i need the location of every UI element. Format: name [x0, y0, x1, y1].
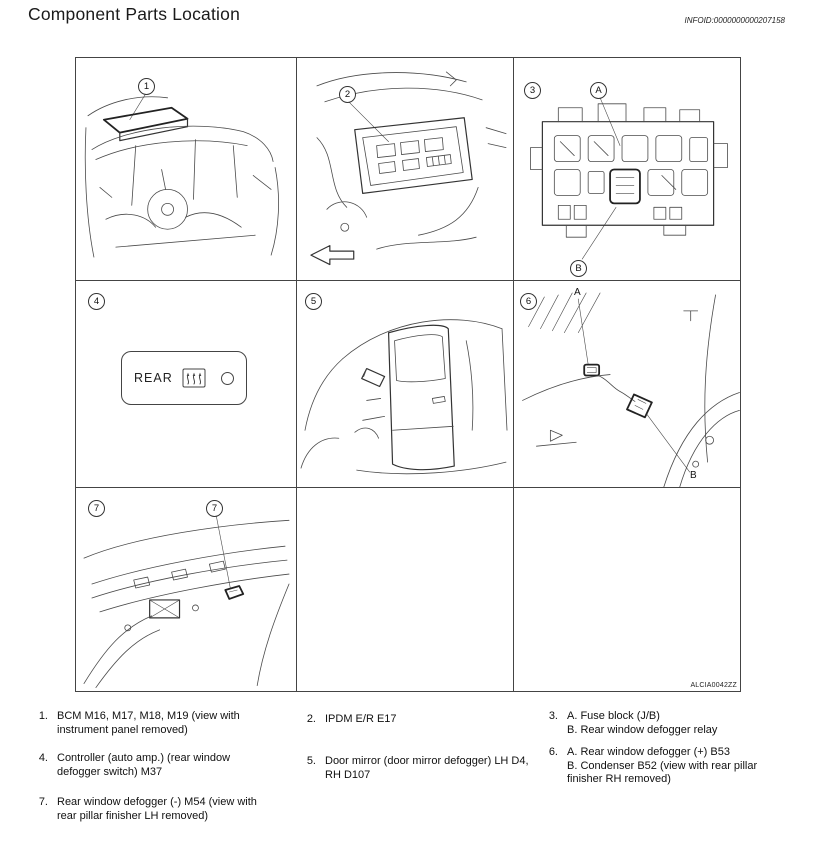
- legend-item-5: 5. Door mirror (door mirror defogger) LH…: [296, 755, 530, 782]
- callout-a-badge: A: [590, 82, 607, 99]
- callout-5-badge: 5: [305, 293, 322, 310]
- figure-code: ALCIA0042ZZ: [690, 682, 737, 689]
- callout-2-badge: 2: [339, 86, 356, 103]
- legend-item-number: 5.: [306, 755, 316, 767]
- infoid-label: INFOID:0000000000207158: [684, 16, 785, 25]
- legend-item-line: B. Condenser B52 (view with rear pillar …: [567, 759, 758, 786]
- page-title: Component Parts Location: [28, 4, 241, 24]
- legend-item-number: 2.: [306, 713, 316, 725]
- callout-3-badge: 3: [524, 82, 541, 99]
- callout-1-badge: 1: [138, 78, 155, 95]
- part-a-label: A: [574, 287, 581, 298]
- legend-item-7: 7. Rear window defogger (-) M54 (view wi…: [28, 796, 271, 823]
- panel-3-cell: 3 A B: [514, 58, 740, 281]
- legend-item-4: 4. Controller (auto amp.) (rear window d…: [28, 752, 269, 779]
- instrument-panel-illustration: [84, 93, 279, 258]
- legend-item-number: 1.: [38, 710, 48, 722]
- switch-label: REAR: [134, 371, 173, 385]
- panel-1-cell: 1: [76, 58, 297, 281]
- legend-item-text: Rear window defogger (-) M54 (view with …: [57, 796, 257, 822]
- panel-2-cell: 2: [297, 58, 514, 281]
- legend-item-number: 7.: [38, 796, 48, 808]
- empty-cell: [514, 488, 740, 691]
- callout-6-badge: 6: [520, 293, 537, 310]
- rear-defogger-switch: REAR: [121, 351, 247, 405]
- empty-cell: [297, 488, 514, 691]
- callout-7-badge: 7: [88, 500, 105, 517]
- legend-item-text: Door mirror (door mirror defogger) LH D4…: [325, 755, 529, 781]
- door-mirror-illustration: [300, 319, 508, 475]
- panel-5-cell: 5: [297, 281, 514, 488]
- legend-item-text: BCM M16, M17, M18, M19 (view with instru…: [57, 710, 240, 736]
- legend-item-line: A. Fuse block (J/B): [567, 710, 660, 722]
- legend-item-number: 3.: [548, 710, 558, 722]
- panel-4-cell: REAR 4: [76, 281, 297, 488]
- rear-pillar-lh-illustration: [83, 516, 290, 688]
- switch-indicator-circle: [221, 371, 234, 385]
- panel-6-cell: 6 A B: [514, 281, 740, 488]
- rear-pillar-rh-illustration: [522, 292, 740, 487]
- component-location-figure: 1: [75, 57, 741, 692]
- part-b-label: B: [690, 470, 697, 481]
- legend-item-line: A. Rear window defogger (+) B53: [567, 746, 730, 758]
- legend-item-1: 1. BCM M16, M17, M18, M19 (view with ins…: [28, 710, 269, 737]
- legend-item-number: 4.: [38, 752, 48, 764]
- legend-item-number: 6.: [548, 746, 558, 758]
- rear-defogger-icon: [182, 368, 206, 388]
- vehicle-front-arrow-icon: [310, 245, 355, 266]
- legend-item-3: 3. A. Fuse block (J/B) B. Rear window de…: [538, 710, 785, 737]
- callout-4-badge: 4: [88, 293, 105, 310]
- legend-item-text: Controller (auto amp.) (rear window defo…: [57, 752, 231, 778]
- callout-7-pointer-badge: 7: [206, 500, 223, 517]
- ipdm-engine-room-illustration: [310, 71, 507, 266]
- callout-b-badge: B: [570, 260, 587, 277]
- legend-item-line: B. Rear window defogger relay: [567, 723, 718, 736]
- panel-7-cell: 7 7: [76, 488, 297, 691]
- legend-item-6: 6. A. Rear window defogger (+) B53 B. Co…: [538, 746, 785, 787]
- legend-item-2: 2. IPDM E/R E17: [296, 713, 530, 727]
- legend-item-text: IPDM E/R E17: [325, 713, 397, 725]
- fuse-block-illustration: [530, 97, 728, 260]
